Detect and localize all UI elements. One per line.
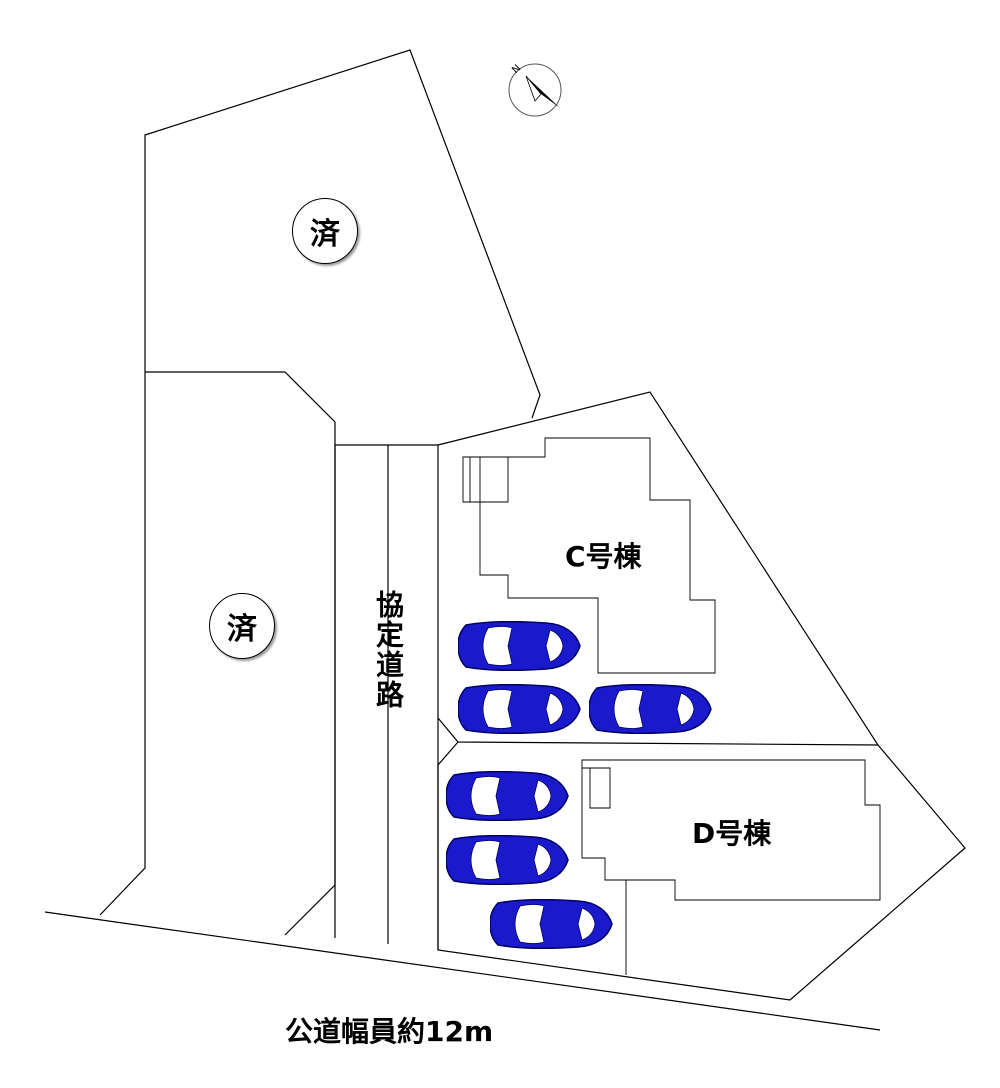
building-c-porch [462,456,509,503]
car-top-view-icon [446,771,569,821]
sold-marker-top-lot: 済 [292,198,358,264]
building-c-outline [479,437,716,674]
public-road-edge [44,911,881,1031]
car-icon [490,899,614,949]
compass-north-arrow-icon [508,63,562,117]
car-icon [458,684,582,734]
car-icon [458,621,582,671]
lot-left-sold [145,371,336,936]
building-d-label: D号棟 [692,817,772,850]
lot-top-sold [144,49,541,419]
lot-d-boundary [437,741,966,1001]
public-road-label: 公道幅員約12m [285,1015,494,1048]
car-top-view-icon [490,899,613,949]
lot-left-sold-west [99,372,146,916]
car-top-view-icon [458,621,581,671]
car-icon [446,835,570,885]
car-icon [589,684,713,734]
car-icon [446,771,570,821]
building-c-label: C号棟 [565,540,642,573]
private-road-label: 協定道路 [372,590,405,710]
building-d-outline [581,759,881,901]
car-top-view-icon [458,684,581,734]
building-d-porch [582,767,611,809]
car-top-view-icon [446,835,569,885]
car-top-view-icon [589,684,712,734]
sold-marker-left-lot: 済 [209,593,275,659]
